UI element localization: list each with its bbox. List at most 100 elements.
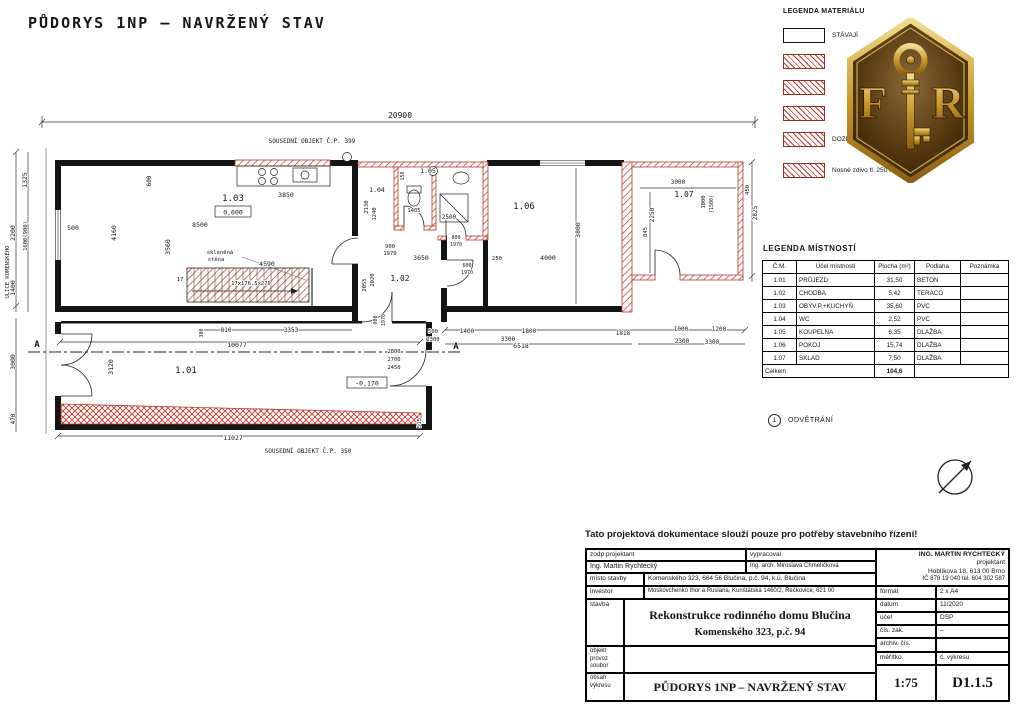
- plan-label: (1500): [709, 195, 715, 213]
- new-masonry-swatch: [783, 106, 825, 121]
- plan-label: 2800: [387, 349, 400, 355]
- plan-label: 2200: [9, 225, 17, 241]
- plan-label: 845: [643, 227, 649, 237]
- tb-cis-zak-value: –: [936, 625, 1009, 638]
- plan-label: 1405: [407, 208, 420, 214]
- room-table-cell: [914, 364, 1009, 378]
- plan-label: 4160: [110, 225, 118, 241]
- tb-objekt-value: [624, 646, 876, 673]
- plan-label: 300: [199, 328, 205, 337]
- room-table-cell: 35,60: [874, 299, 915, 313]
- plan-label: 1.06: [513, 202, 535, 212]
- legend-material-item: [783, 80, 1015, 95]
- room-table-cell: Celkem: [762, 364, 875, 378]
- room-table-cell: TERACO: [914, 286, 961, 300]
- plan-symbols: [28, 152, 462, 389]
- plan-label: 10077: [227, 341, 247, 349]
- plan-label: 500: [67, 224, 79, 232]
- legend-material-item: DOZDÍ: [783, 132, 1015, 147]
- plan-label: 3300: [501, 336, 516, 343]
- plan-label: -0,170: [355, 380, 379, 388]
- key-icon: [893, 43, 931, 150]
- plan-label: 1400: [9, 280, 17, 296]
- room-table-cell: 1.02: [762, 286, 797, 300]
- tb-stavba-line1: Rekonstrukce rodinného domu Blučina: [649, 608, 851, 622]
- plan-label: 2300: [426, 337, 439, 343]
- plan-label: 250: [492, 256, 502, 262]
- new-masonry-swatch: [783, 80, 825, 95]
- room-table-cell: [960, 273, 1009, 287]
- windows: [54, 159, 585, 260]
- room-table-cell: 1.05: [762, 325, 797, 339]
- tb-misto-value: Komenského 323, 664 56 Blučina, p.č. 94,…: [644, 573, 876, 586]
- room-table-header: Plocha (m²): [874, 260, 915, 274]
- plan-label: 3650: [413, 254, 429, 262]
- vent-label: ODVĚTRÁNÍ: [788, 417, 834, 424]
- logo-letter-r: R: [931, 77, 965, 128]
- tb-zodp-label: zodp.projektant: [586, 549, 746, 561]
- plan-label: 1.03: [222, 194, 244, 204]
- plan-label: 2300: [675, 338, 690, 345]
- room-table-cell: 2,52: [874, 312, 915, 326]
- plan-label: 3560: [164, 239, 172, 255]
- room-table-cell: PRŮJEZD: [796, 273, 875, 287]
- vent-number-icon: 1: [768, 414, 781, 427]
- tb-meritko-label: měřítko: [876, 652, 936, 665]
- room-table-cell: [960, 351, 1009, 365]
- room-table-header: Poznámka: [960, 260, 1009, 274]
- tb-objekt-line: objekt: [590, 648, 607, 654]
- plan-label: 0,000: [223, 209, 243, 217]
- page-title: PŮDORYS 1NP – NAVRŽENÝ STAV: [28, 14, 326, 32]
- walls-existing: [55, 160, 624, 430]
- tb-stavba-line2: Komenského 323, p.č. 94: [694, 627, 806, 638]
- new-masonry-swatch: [783, 163, 825, 178]
- plan-label: 2250: [649, 207, 656, 222]
- room-table-cell: 6,35: [874, 325, 915, 339]
- tb-vypracoval-value: Ing. arch. Miroslava Chmelíčková: [746, 561, 876, 573]
- plan-label: 3800: [574, 222, 582, 238]
- plan-label: 20900: [388, 111, 412, 120]
- plan-label: 1970: [383, 251, 396, 257]
- tb-ucel-label: účel: [876, 612, 936, 625]
- plan-label: ULICE KOMENSKÉHO: [3, 246, 11, 299]
- tb-zodp-value: Ing. Martin Rychtecký: [586, 561, 746, 573]
- plan-label: 1600(900): [23, 221, 29, 251]
- room-table-cell: 104,6: [874, 364, 915, 378]
- plan-label: 3353: [284, 327, 299, 334]
- plan-label: 1.01: [175, 366, 197, 376]
- room-table-cell: KOUPELNA: [796, 325, 875, 339]
- tb-ucel-value: DSP: [936, 612, 1009, 625]
- room-table-cell: PVC: [914, 312, 961, 326]
- plan-label: 800: [451, 235, 460, 241]
- plan-label: 900: [385, 244, 395, 250]
- plan-label: 500: [428, 329, 438, 335]
- fr-logo: F R: [843, 16, 978, 185]
- tb-projektant-address: Hoblíkova 18, 613 00 Brno: [928, 567, 1005, 575]
- plan-label: SOUSEDNÍ OBJEKT Č.P. 350: [265, 447, 352, 455]
- room-table-header: Podlaha: [914, 260, 961, 274]
- tb-vykres-value: D1.1.5: [952, 674, 993, 691]
- plan-label: 17: [177, 277, 184, 283]
- plan-label: 1970: [450, 242, 462, 248]
- room-table-cell: SKLAD: [796, 351, 875, 365]
- plan-label: 1800: [522, 328, 537, 335]
- room-table-cell: DLAŽBA: [914, 351, 961, 365]
- plan-label: 1200: [712, 326, 727, 333]
- room-table-cell: DLAŽBA: [914, 325, 961, 339]
- tb-obsah-label: obsah výkresu: [586, 673, 624, 701]
- plan-label: 1000: [701, 195, 707, 208]
- plan-label: 2130: [364, 200, 370, 213]
- room-table-cell: [960, 338, 1009, 352]
- walls-new-masonry: [60, 159, 744, 425]
- tb-datum-value: 11/2020: [936, 599, 1009, 612]
- north-arrow-icon: [937, 459, 973, 495]
- material-label: DOZDÍ: [832, 136, 853, 143]
- plan-label: 4590: [259, 260, 275, 268]
